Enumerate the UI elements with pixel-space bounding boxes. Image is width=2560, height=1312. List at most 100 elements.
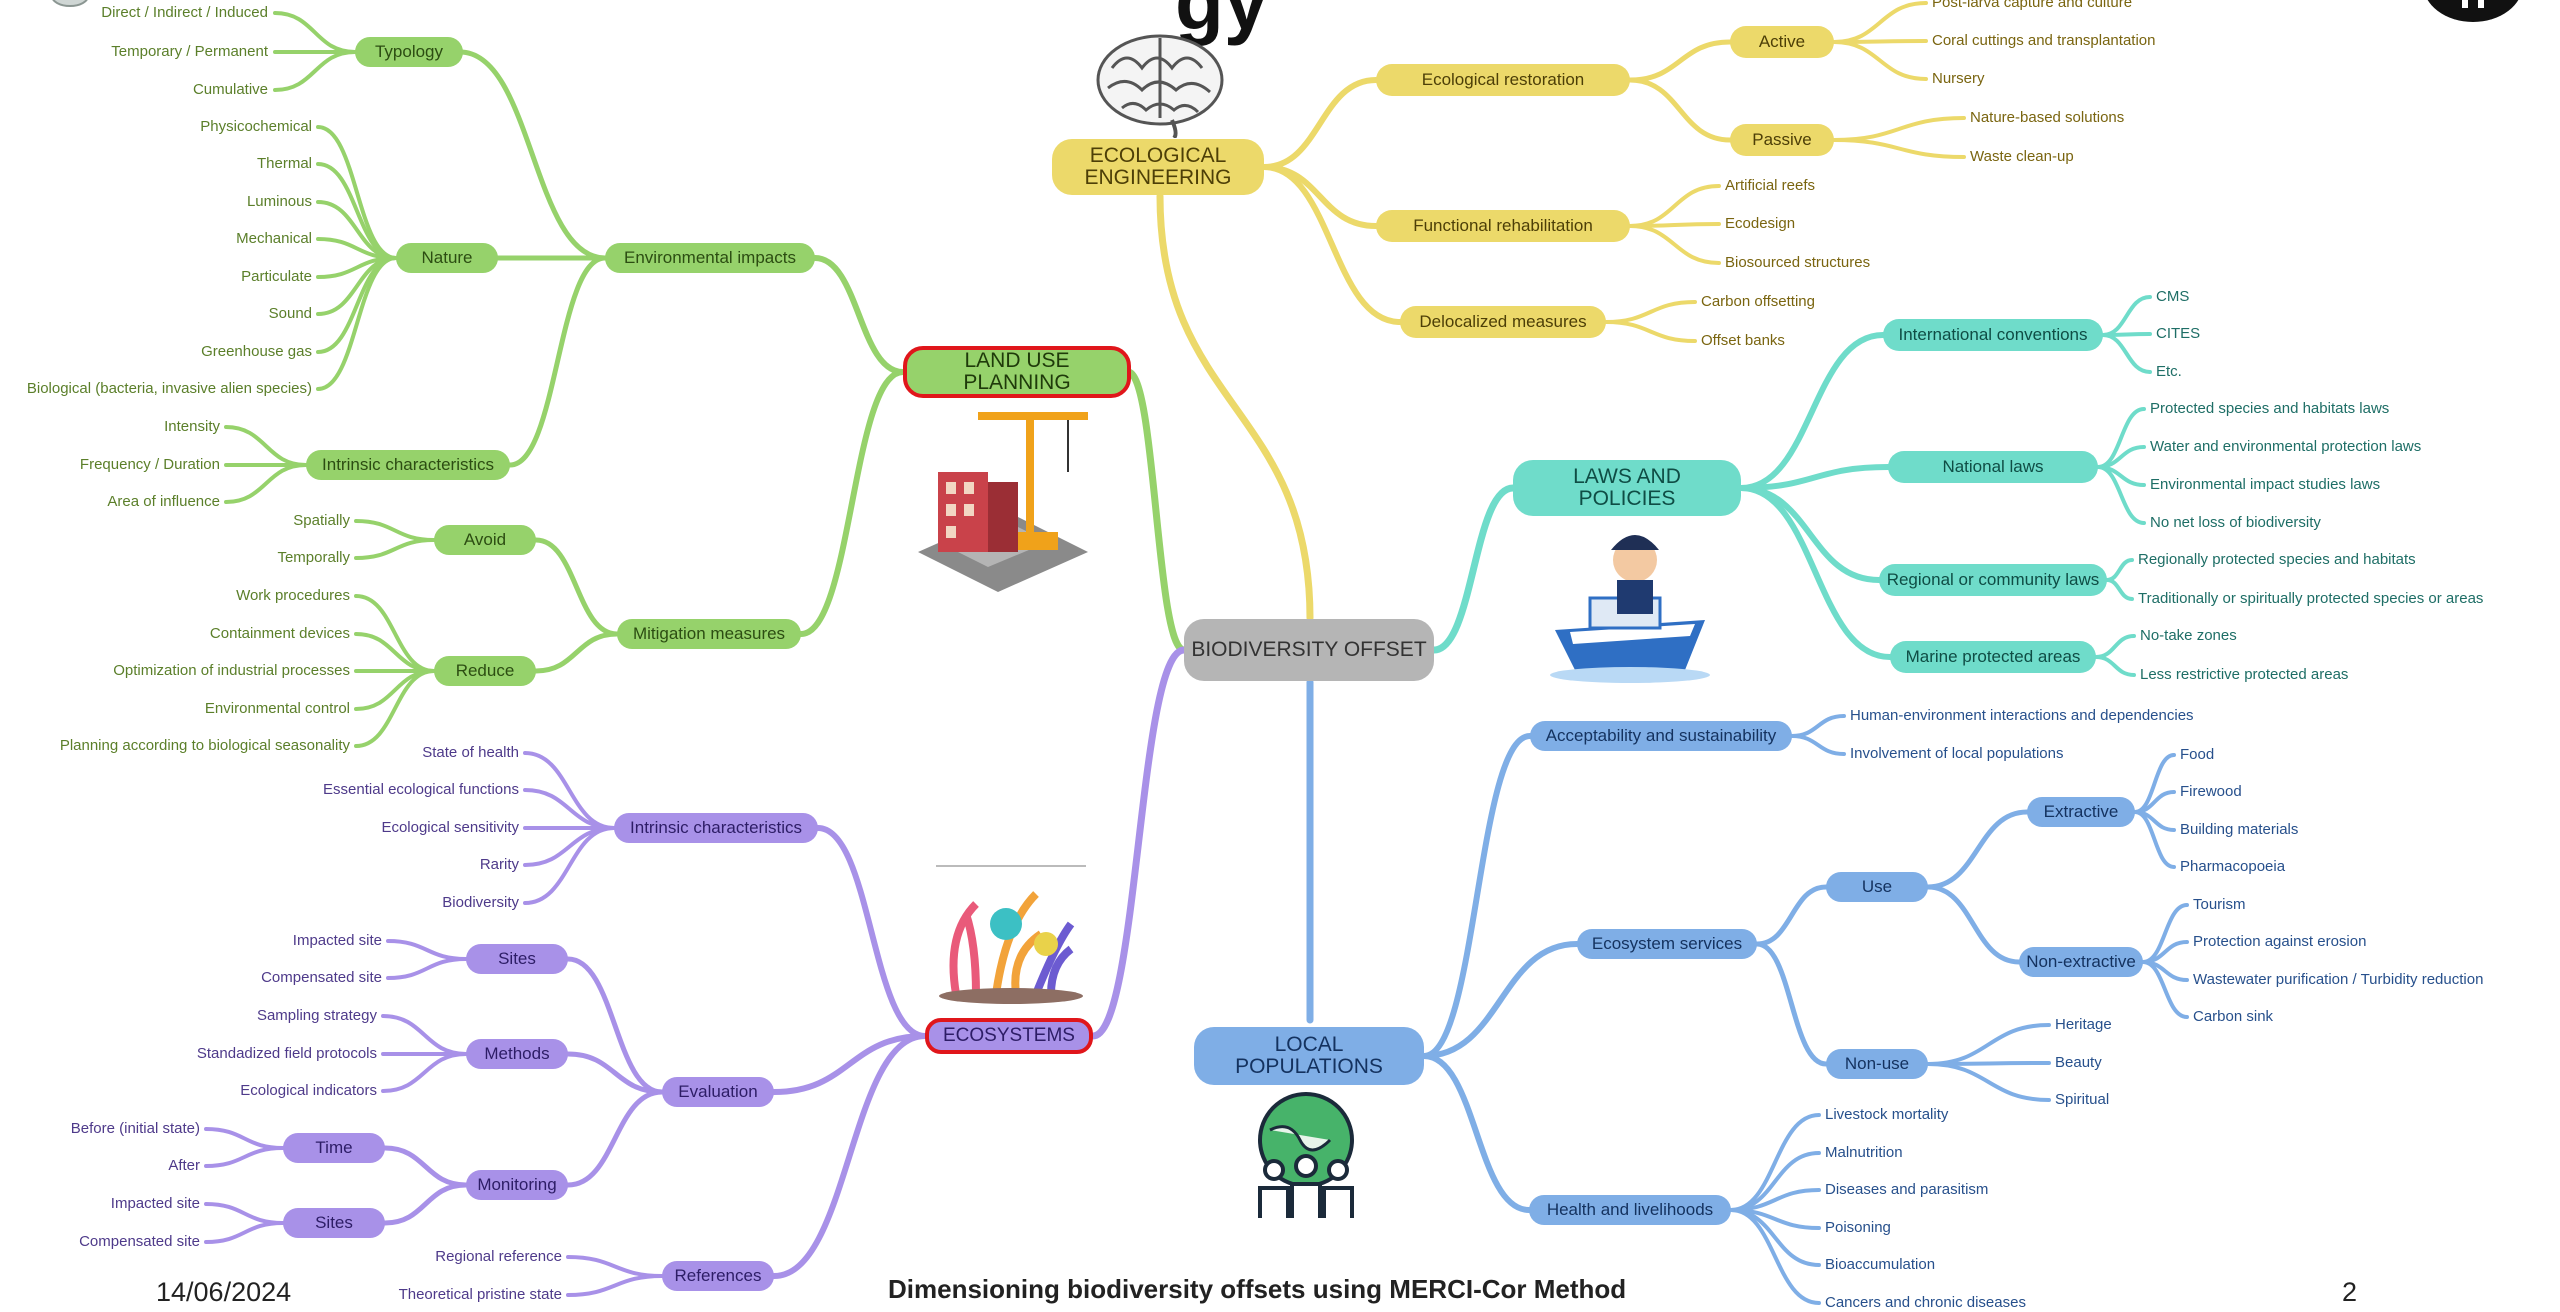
references-node[interactable]: References: [662, 1261, 774, 1291]
connector-line: [2133, 810, 2176, 869]
typology-node[interactable]: Typology: [355, 37, 463, 67]
connector-line: [1261, 164, 1403, 325]
nature-item: Sound: [268, 305, 312, 322]
eco-intrinsic-node[interactable]: Intrinsic characteristics: [614, 813, 818, 843]
monitoring-sites-node[interactable]: Sites: [283, 1208, 385, 1238]
reduce-item: Containment devices: [209, 625, 350, 642]
intrinsic-characteristics-node[interactable]: Intrinsic characteristics: [306, 450, 510, 480]
non-extractive-label: Non-extractive: [2026, 952, 2136, 971]
ecosystems-label: ECOSYSTEMS: [943, 1025, 1075, 1046]
ecosystems-node[interactable]: ECOSYSTEMS: [925, 1018, 1093, 1054]
health-item: Malnutrition: [1825, 1144, 1903, 1161]
laws-and-policies-node[interactable]: LAWS AND POLICIES: [1513, 460, 1741, 516]
ecological-engineering-label: ECOLOGICAL ENGINEERING: [1084, 144, 1232, 189]
passive-label: Passive: [1752, 130, 1812, 149]
use-node[interactable]: Use: [1826, 872, 1928, 902]
time-item: Before (initial state): [70, 1120, 200, 1137]
nature-node[interactable]: Nature: [396, 243, 498, 273]
intrinsic-characteristics-label: Intrinsic characteristics: [322, 455, 494, 474]
ecosystem-services-label: Ecosystem services: [1591, 934, 1743, 953]
connector-line: [1430, 484, 1517, 654]
active-node[interactable]: Active: [1730, 26, 1834, 58]
connector-line: [204, 1146, 285, 1168]
delocalized-measures-node[interactable]: Delocalized measures: [1400, 306, 1606, 338]
eval-sites-node[interactable]: Sites: [466, 944, 568, 974]
environmental-impacts-label: Environmental impacts: [624, 248, 796, 267]
connector-line: [204, 1221, 285, 1244]
connector-line: [2094, 655, 2136, 677]
connector-line: [1604, 300, 1697, 324]
regional-laws-node[interactable]: Regional or community laws: [1879, 564, 2107, 596]
acceptability-node[interactable]: Acceptability and sustainability: [1530, 721, 1792, 751]
intrinsic-item: Area of influence: [107, 493, 220, 510]
coral-reef-icon: [936, 865, 1086, 1004]
connector-line: [771, 1033, 928, 1095]
brain-icon: [1096, 34, 1224, 138]
connector-line: [1421, 733, 1533, 1059]
nature-item: Particulate: [241, 268, 312, 285]
extractive-item: Building materials: [2180, 821, 2299, 838]
connector-line: [1156, 192, 1314, 622]
eco-intrinsic-label: Intrinsic characteristics: [630, 818, 802, 837]
monitoring-label: Monitoring: [477, 1175, 557, 1194]
connector-line: [812, 255, 906, 375]
connector-line: [1627, 39, 1733, 83]
health-item: Bioaccumulation: [1825, 1256, 1936, 1273]
connector-line: [1926, 1062, 2051, 1102]
evaluation-node[interactable]: Evaluation: [662, 1077, 774, 1107]
extractive-node[interactable]: Extractive: [2027, 797, 2135, 827]
international-conventions-node[interactable]: International conventions: [1883, 319, 2103, 351]
connector-line: [1832, 1, 1928, 44]
ecological-restoration-node[interactable]: Ecological restoration: [1376, 64, 1630, 96]
footer-date: 14/06/2024: [156, 1277, 292, 1307]
non-use-node[interactable]: Non-use: [1826, 1049, 1928, 1079]
methods-label: Methods: [484, 1044, 550, 1063]
connector-line: [1925, 884, 2022, 965]
land-use-planning-node[interactable]: LAND USE PLANNING: [903, 346, 1131, 398]
health-livelihoods-node[interactable]: Health and livelihoods: [1529, 1195, 1731, 1225]
police-boat-icon: [1550, 535, 1710, 683]
environmental-impacts-node[interactable]: Environmental impacts: [605, 243, 815, 273]
ecological-engineering-node[interactable]: ECOLOGICAL ENGINEERING: [1052, 139, 1264, 195]
construction-icon: [918, 412, 1088, 592]
mitigation-measures-node[interactable]: Mitigation measures: [617, 619, 801, 649]
reduce-node[interactable]: Reduce: [434, 656, 536, 686]
avoid-node[interactable]: Avoid: [434, 525, 536, 555]
nature-item: Luminous: [246, 193, 312, 210]
delocalized-item: Carbon offsetting: [1701, 293, 1815, 310]
connector-line: [354, 669, 436, 748]
connector-line: [316, 256, 398, 354]
connector-line: [523, 788, 616, 830]
non-extractive-node[interactable]: Non-extractive: [2019, 947, 2143, 977]
connector-line: [523, 826, 616, 905]
connector-line: [224, 425, 308, 467]
passive-node[interactable]: Passive: [1730, 124, 1834, 156]
methods-node[interactable]: Methods: [466, 1039, 568, 1069]
international-item: Etc.: [2156, 363, 2182, 380]
ecosystem-services-node[interactable]: Ecosystem services: [1577, 929, 1757, 959]
local-populations-node[interactable]: LOCAL POPULATIONS: [1194, 1027, 1424, 1085]
marine-protected-areas-node[interactable]: Marine protected areas: [1890, 641, 2096, 673]
references-label: References: [674, 1266, 762, 1285]
functional-rehabilitation-node[interactable]: Functional rehabilitation: [1376, 210, 1630, 242]
national-laws-node[interactable]: National laws: [1888, 451, 2098, 483]
extractive-item: Firewood: [2180, 783, 2242, 800]
connector-line: [1790, 734, 1846, 756]
connector-line: [1832, 40, 1928, 81]
active-label: Active: [1758, 32, 1806, 51]
passive-item: Waste clean-up: [1970, 148, 2074, 165]
health-item: Diseases and parasitism: [1825, 1181, 1989, 1198]
center-node[interactable]: BIODIVERSITY OFFSET: [1184, 619, 1434, 681]
acceptability-item: Human-environment interactions and depen…: [1850, 707, 2194, 724]
time-node[interactable]: Time: [283, 1133, 385, 1163]
connector-line: [566, 1255, 664, 1278]
monitoring-node[interactable]: Monitoring: [466, 1170, 568, 1200]
methods-item: Ecological indicators: [240, 1082, 377, 1099]
methods-item: Sampling strategy: [256, 1007, 377, 1024]
nature-item: Biological (bacteria, invasive alien spe…: [26, 380, 312, 397]
non-use-item: Beauty: [2055, 1054, 2102, 1071]
eco-intrinsic-item: Rarity: [479, 856, 519, 873]
health-item: Cancers and chronic diseases: [1825, 1294, 2026, 1311]
intrinsic-item: Frequency / Duration: [79, 456, 220, 473]
